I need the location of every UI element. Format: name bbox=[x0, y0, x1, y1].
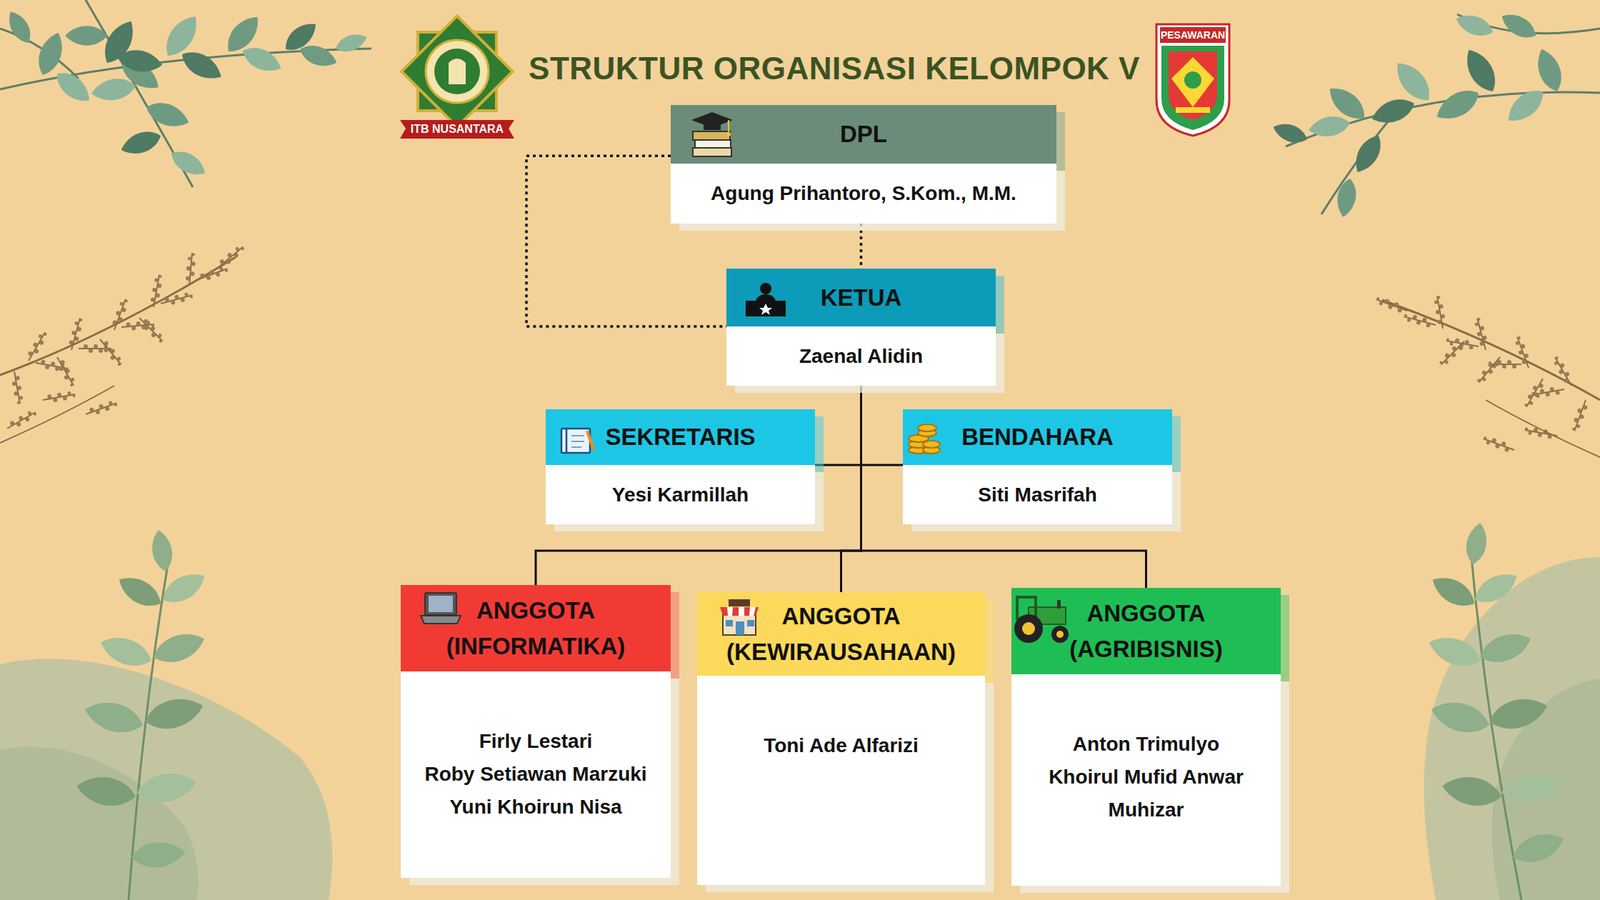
role-header: KETUA bbox=[726, 268, 996, 327]
role-box: KETUA Zaenal Alidin bbox=[726, 268, 996, 386]
role-box: BENDAHARA Siti Masrifah bbox=[902, 409, 1173, 525]
org-connector bbox=[841, 385, 862, 593]
desk-icon bbox=[745, 282, 786, 317]
role-header: SEKRETARIS bbox=[545, 409, 815, 465]
tractor-icon bbox=[1014, 597, 1069, 643]
coins-icon bbox=[908, 424, 940, 454]
member-name: Khoirul Mufid Anwar bbox=[1048, 760, 1244, 794]
member-name: Yesi Karmillah bbox=[612, 478, 749, 512]
role-body: Agung Prihantoro, S.Kom., M.M. bbox=[670, 163, 1057, 224]
role-body: Siti Masrifah bbox=[902, 465, 1173, 525]
role-title: ANGGOTA (KEWIRAUSAHAAN) bbox=[726, 598, 956, 670]
role-title: SEKRETARIS bbox=[605, 422, 755, 452]
role-header: ANGGOTA (AGRIBISNIS) bbox=[1011, 587, 1281, 675]
role-body: Toni Ade Alfarizi bbox=[697, 675, 985, 885]
org-connector bbox=[815, 385, 862, 465]
role-body: Anton TrimulyoKhoirul Mufid AnwarMuhizar bbox=[1011, 674, 1281, 886]
notebook-icon bbox=[561, 428, 594, 453]
role-box: ANGGOTA (KEWIRAUSAHAAN) Toni Ade Alfarizi bbox=[697, 592, 985, 885]
chart-title: STRUKTUR ORGANISASI KELOMPOK V bbox=[477, 47, 1192, 90]
role-header: ANGGOTA (KEWIRAUSAHAAN) bbox=[697, 592, 985, 676]
role-header: BENDAHARA bbox=[902, 409, 1173, 465]
role-body: Yesi Karmillah bbox=[545, 465, 815, 525]
role-box: ANGGOTA (INFORMATIKA)Firly LestariRoby S… bbox=[400, 585, 671, 878]
role-title: ANGGOTA (AGRIBISNIS) bbox=[1069, 595, 1223, 668]
role-title: ANGGOTA (INFORMATIKA) bbox=[446, 592, 626, 665]
member-name: Siti Masrifah bbox=[977, 478, 1097, 512]
member-name: Toni Ade Alfarizi bbox=[763, 729, 919, 763]
member-name: Agung Prihantoro, S.Kom., M.M. bbox=[710, 177, 1017, 210]
member-name: Firly Lestari bbox=[479, 725, 593, 758]
role-body: Firly LestariRoby Setiawan MarzukiYuni K… bbox=[400, 671, 671, 878]
role-title: KETUA bbox=[820, 283, 903, 313]
role-box: ANGGOTA (AGRIBISNIS)Anton TrimulyoKhoiru… bbox=[1011, 587, 1281, 886]
role-header: DPL bbox=[670, 105, 1057, 164]
member-name: Yuni Khoirun Nisa bbox=[449, 790, 622, 824]
org-connector bbox=[860, 223, 863, 269]
logo-ribbon-text: ITB NUSANTARA bbox=[403, 120, 511, 138]
graduation-icon bbox=[691, 112, 733, 157]
member-name: Anton Trimulyo bbox=[1072, 727, 1220, 761]
regency-logo bbox=[1156, 24, 1230, 136]
role-box: SEKRETARIS Yesi Karmillah bbox=[545, 409, 815, 525]
laptop-icon bbox=[420, 592, 461, 624]
logo-band-text: PESAWARAN bbox=[1160, 27, 1226, 43]
member-name: Roby Setiawan Marzuki bbox=[424, 757, 647, 791]
role-title: BENDAHARA bbox=[961, 422, 1114, 452]
role-body: Zaenal Alidin bbox=[726, 326, 996, 386]
campus-logo bbox=[400, 15, 515, 139]
role-box: DPL Agung Prihantoro, S.Kom., M.M. bbox=[670, 105, 1057, 224]
org-connector bbox=[535, 385, 862, 585]
role-header: ANGGOTA (INFORMATIKA) bbox=[400, 585, 671, 672]
shop-icon bbox=[720, 599, 759, 635]
org-connector bbox=[861, 385, 904, 465]
member-name: Zaenal Alidin bbox=[799, 340, 923, 373]
role-title: DPL bbox=[840, 120, 888, 149]
member-name: Muhizar bbox=[1108, 793, 1185, 827]
